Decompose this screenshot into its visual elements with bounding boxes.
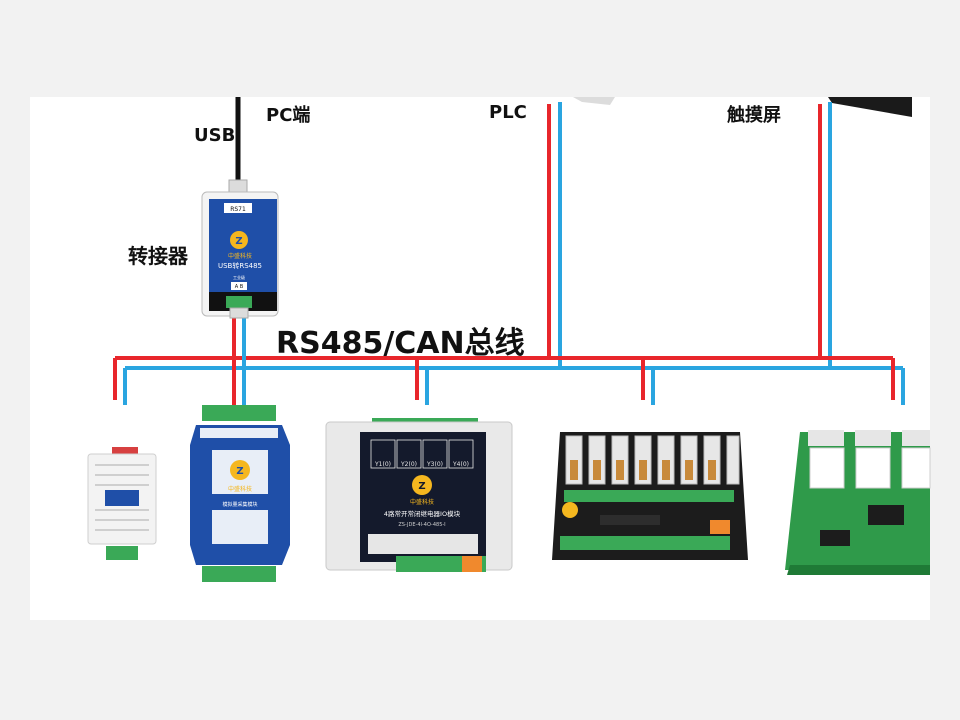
svg-text:Z: Z: [235, 236, 242, 247]
plc-label: PLC: [489, 102, 527, 123]
converter-port-label: RS71: [230, 206, 246, 213]
analog-acquisition-module: Z 中盛科技 模拟量采集模块: [190, 405, 290, 582]
relay-module-title: 4路常开常闭继电器IO模块: [384, 509, 461, 518]
relay-io-module-4ch: Y1(0) Y2(0) Y3(0) Y4(0) Z 中盛科技 4路常开常闭继电器…: [325, 418, 513, 572]
plc-device-edge: [573, 97, 615, 105]
relay-module-model: ZS-JDE-4I-4O-485-I: [398, 522, 445, 528]
relay-channel-4: Y4(0): [452, 461, 469, 468]
temperature-humidity-sensor: [87, 447, 157, 560]
touchscreen-device-edge: [828, 97, 912, 117]
relay-module-logo: [412, 475, 432, 495]
relay-channel-2: Y2(0): [400, 461, 417, 468]
converter-terminal-label: A B: [235, 284, 244, 290]
relay-board-8ch: [552, 432, 748, 560]
converter-logo: [230, 231, 248, 249]
analog-module-brand: 中盛科技: [228, 485, 252, 493]
relay-channel-labels: Y1(0) Y2(0) Y3(0) Y4(0): [370, 439, 474, 469]
converter-brand: 中盛科技: [228, 252, 252, 260]
bus-label: RS485/CAN总线: [276, 326, 525, 361]
converter-model: USB转RS485: [218, 261, 262, 270]
svg-text:Z: Z: [418, 481, 425, 492]
pc-label: PC端: [266, 105, 311, 126]
relay-channel-3: Y3(0): [426, 461, 443, 468]
analog-module-title: 模拟量采集模块: [222, 501, 257, 508]
touchscreen-label: 触摸屏: [727, 105, 781, 126]
usb-rs485-converter: RS71 Z 中盛科技 USB转RS485 工业级 A B: [201, 179, 279, 319]
converter-note: 工业级: [233, 274, 245, 280]
converter-label: 转接器: [128, 244, 188, 268]
relay-board-green: [785, 430, 931, 575]
relay-module-brand: 中盛科技: [410, 498, 434, 506]
relay-channel-1: Y1(0): [374, 461, 391, 468]
svg-text:Z: Z: [236, 466, 243, 477]
usb-label: USB: [194, 125, 236, 146]
